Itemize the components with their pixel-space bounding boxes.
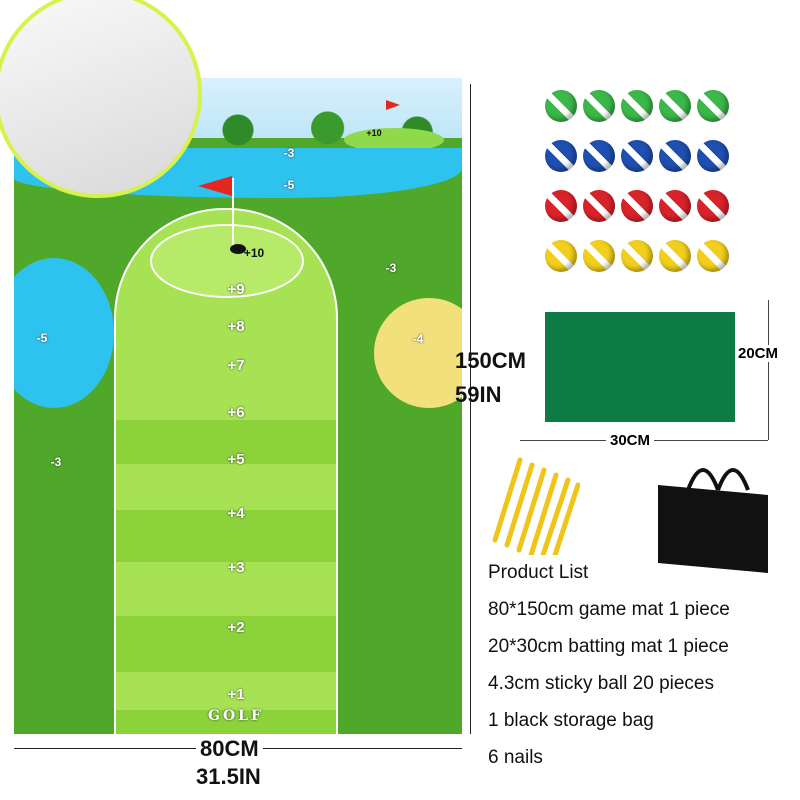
product-item: 80*150cm game mat 1 piece: [488, 599, 730, 620]
height-in: 59IN: [455, 382, 502, 407]
width-in: 31.5IN: [196, 764, 261, 789]
far-green-score: +10: [366, 128, 382, 138]
sticky-ball: [659, 90, 691, 122]
score-5: +5: [227, 451, 245, 468]
product-item: 1 black storage bag: [488, 710, 654, 731]
sticky-ball: [621, 190, 653, 222]
batting-height: 20CM: [738, 345, 779, 362]
product-item: 4.3cm sticky ball 20 pieces: [488, 673, 714, 694]
fairway: [114, 208, 338, 734]
batting-width: 30CM: [606, 432, 655, 449]
hole: [230, 244, 246, 254]
sticky-ball: [583, 190, 615, 222]
sticky-ball: [583, 240, 615, 272]
score-1: +1: [227, 686, 245, 703]
score-6: +6: [227, 404, 245, 421]
product-item: 6 nails: [488, 747, 543, 768]
sticky-ball: [583, 140, 615, 172]
sticky-ball: [545, 190, 577, 222]
sticky-ball: [583, 90, 615, 122]
sticky-ball: [659, 190, 691, 222]
far-flag-icon: [386, 100, 400, 110]
score-2: +2: [227, 619, 245, 636]
sticky-ball: [545, 90, 577, 122]
sticky-ball: [697, 140, 729, 172]
sticky-ball: [621, 240, 653, 272]
hazard-score: -5: [283, 178, 295, 192]
hazard-score: -3: [283, 146, 295, 160]
height-cm: 150CM: [455, 348, 526, 373]
golf-logo: GOLF: [208, 708, 264, 724]
sticky-ball: [659, 240, 691, 272]
sticky-ball: [697, 240, 729, 272]
sticky-ball: [545, 140, 577, 172]
sticky-ball: [659, 140, 691, 172]
hazard-score: -4: [412, 332, 424, 346]
sand-bunker: [374, 298, 462, 408]
sticky-ball: [621, 90, 653, 122]
height-arrow: [470, 84, 471, 734]
product-list-title: Product List: [488, 562, 589, 583]
width-cm: 80CM: [196, 736, 263, 762]
hazard-score: -3: [385, 261, 397, 275]
sticky-ball: [545, 240, 577, 272]
hazard-score: -5: [36, 331, 48, 345]
score-7: +7: [227, 357, 245, 374]
product-item: 20*30cm batting mat 1 piece: [488, 636, 729, 657]
sticky-ball: [697, 90, 729, 122]
score-8: +8: [227, 318, 245, 335]
material-closeup: [0, 0, 202, 198]
score-4: +4: [227, 505, 245, 522]
sticky-ball: [697, 190, 729, 222]
hazard-score: -3: [50, 455, 62, 469]
flag-icon: [198, 176, 232, 196]
storage-bag: [658, 455, 778, 575]
sticky-balls: [545, 90, 745, 272]
golf-game-mat: +10 +10 +9 +8 +7 +6 +5 +4 +3 +2 +1 -3 -5…: [14, 78, 462, 734]
score-3: +3: [227, 559, 245, 576]
pond: [14, 258, 114, 408]
flag-pole: [232, 178, 234, 248]
nails: [490, 455, 581, 558]
batting-mat: [545, 312, 735, 422]
sticky-ball: [621, 140, 653, 172]
score-10: +10: [243, 246, 265, 260]
score-9: +9: [227, 281, 245, 298]
